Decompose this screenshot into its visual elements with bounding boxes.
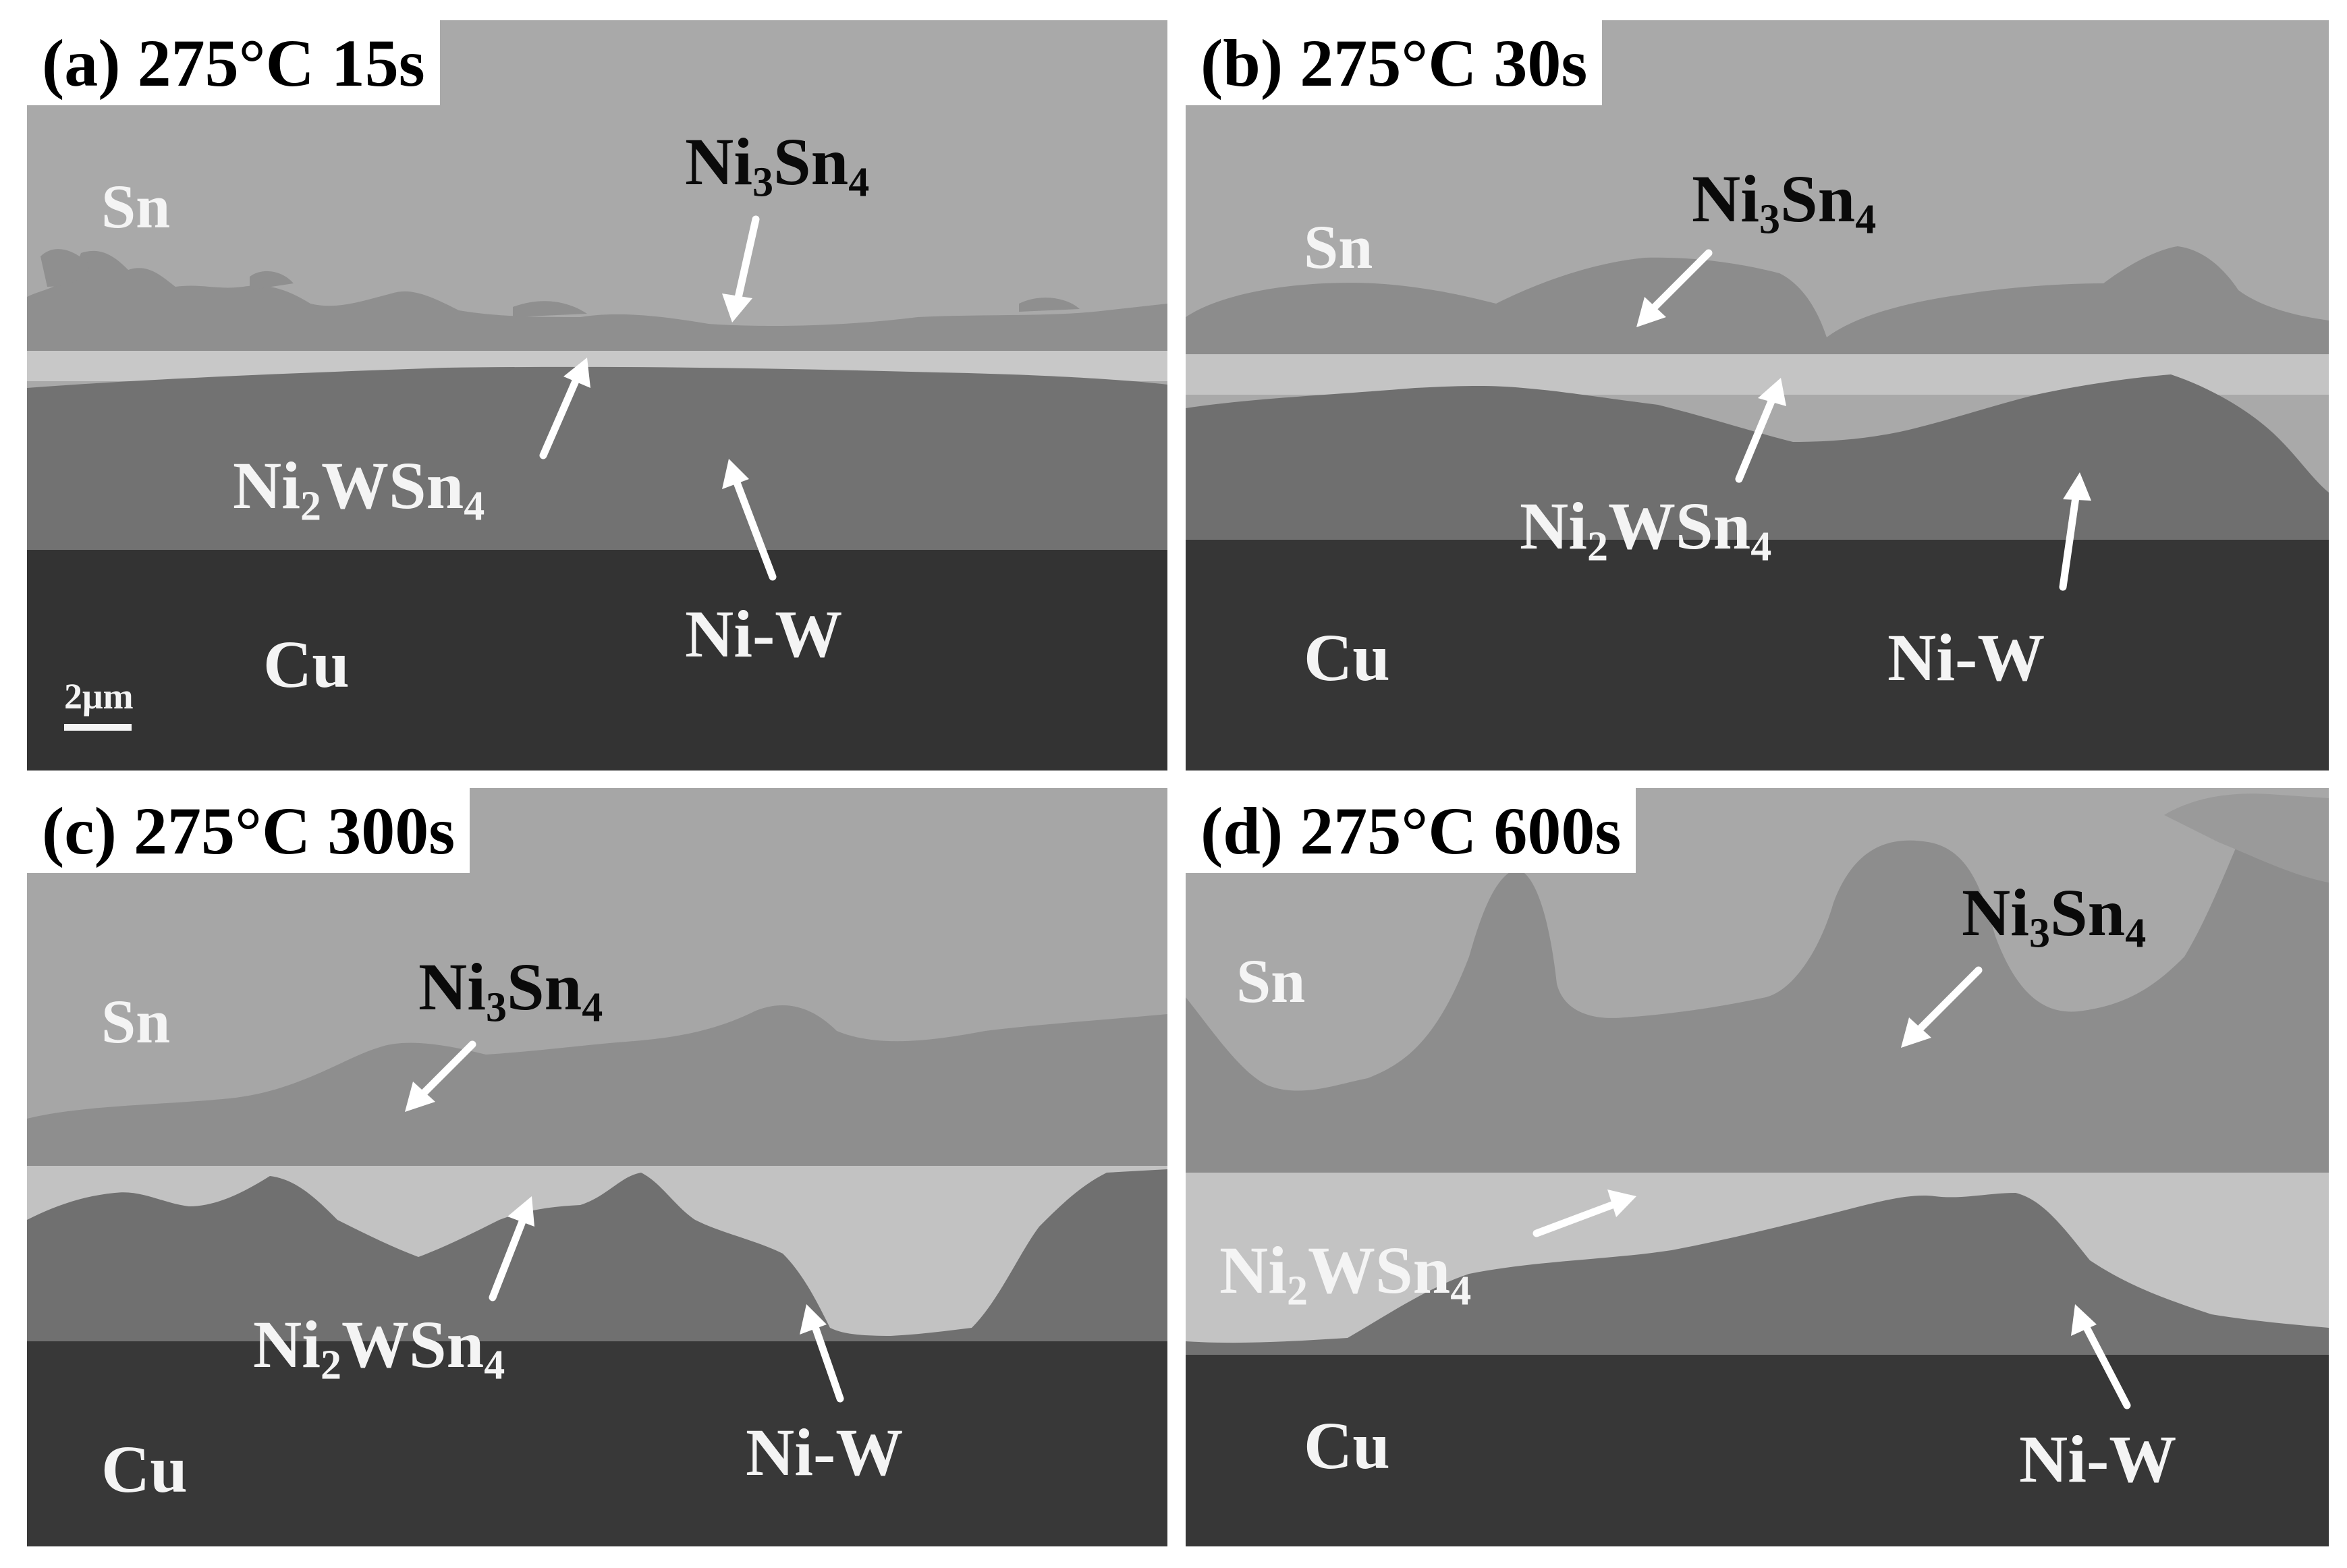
scale-bar: 2μm bbox=[64, 678, 134, 731]
ni3sn4-label: Ni3Sn4 bbox=[1692, 161, 1877, 243]
ni3sn4-layer bbox=[27, 250, 1167, 358]
niw-label: Ni-W bbox=[746, 1415, 904, 1490]
cu-layer bbox=[27, 1341, 1167, 1546]
niw-label: Ni-W bbox=[685, 596, 843, 671]
micrograph-b bbox=[1186, 20, 2329, 771]
panel-b: (b) 275°C 30s Sn Ni3Sn4 Ni2WSn4 Ni-W Cu bbox=[1186, 20, 2329, 771]
micrograph-c bbox=[27, 788, 1167, 1546]
panel-a: (a) 275°C 15s Sn Ni3Sn4 Ni2WSn4 Ni-W Cu … bbox=[27, 20, 1167, 771]
ni3sn4-blobs bbox=[40, 249, 1080, 317]
sn-label: Sn bbox=[101, 987, 171, 1056]
cu-label: Cu bbox=[1304, 1408, 1390, 1483]
sn-label: Sn bbox=[1304, 213, 1373, 281]
niw-label: Ni-W bbox=[2019, 1422, 2177, 1496]
niw-layer bbox=[1186, 1193, 2329, 1395]
micrograph-a bbox=[27, 20, 1167, 771]
panel-label-b: (b) 275°C 30s bbox=[1186, 20, 1603, 105]
cu-layer bbox=[1186, 1355, 2329, 1546]
micrograph-d bbox=[1186, 788, 2329, 1546]
ni3sn4-label: Ni3Sn4 bbox=[685, 124, 870, 206]
ni2wsn4-label: Ni2WSn4 bbox=[233, 448, 485, 530]
ni2wsn4-label: Ni2WSn4 bbox=[1520, 488, 1772, 570]
cu-label: Cu bbox=[263, 627, 350, 702]
ni3sn4-label: Ni3Sn4 bbox=[1962, 875, 2147, 957]
ni3sn4-layer bbox=[27, 1005, 1167, 1173]
cu-label: Cu bbox=[1304, 620, 1390, 695]
panel-label-c: (c) 275°C 300s bbox=[27, 788, 470, 873]
ni3sn4-label: Ni3Sn4 bbox=[418, 949, 603, 1031]
ni2wsn4-label: Ni2WSn4 bbox=[1219, 1233, 1472, 1314]
sn-top-patch bbox=[2164, 793, 2329, 883]
ni3sn4-layer bbox=[1186, 246, 2329, 364]
ni3sn4-layer bbox=[1186, 799, 2329, 1179]
cu-layer bbox=[1186, 540, 2329, 771]
panel-label-d: (d) 275°C 600s bbox=[1186, 788, 1636, 873]
panel-d: (d) 275°C 600s Sn Ni3Sn4 Ni2WSn4 Ni-W Cu bbox=[1186, 788, 2329, 1546]
panel-label-a: (a) 275°C 15s bbox=[27, 20, 440, 105]
panel-c: (c) 275°C 300s Sn Ni3Sn4 Ni2WSn4 Ni-W Cu bbox=[27, 788, 1167, 1546]
cu-layer bbox=[27, 550, 1167, 771]
sn-label: Sn bbox=[101, 172, 171, 241]
sn-label: Sn bbox=[1236, 947, 1306, 1015]
niw-layer bbox=[27, 366, 1167, 553]
niw-label: Ni-W bbox=[1887, 620, 2045, 695]
ni2wsn4-label: Ni2WSn4 bbox=[253, 1307, 505, 1389]
cu-label: Cu bbox=[101, 1432, 188, 1507]
